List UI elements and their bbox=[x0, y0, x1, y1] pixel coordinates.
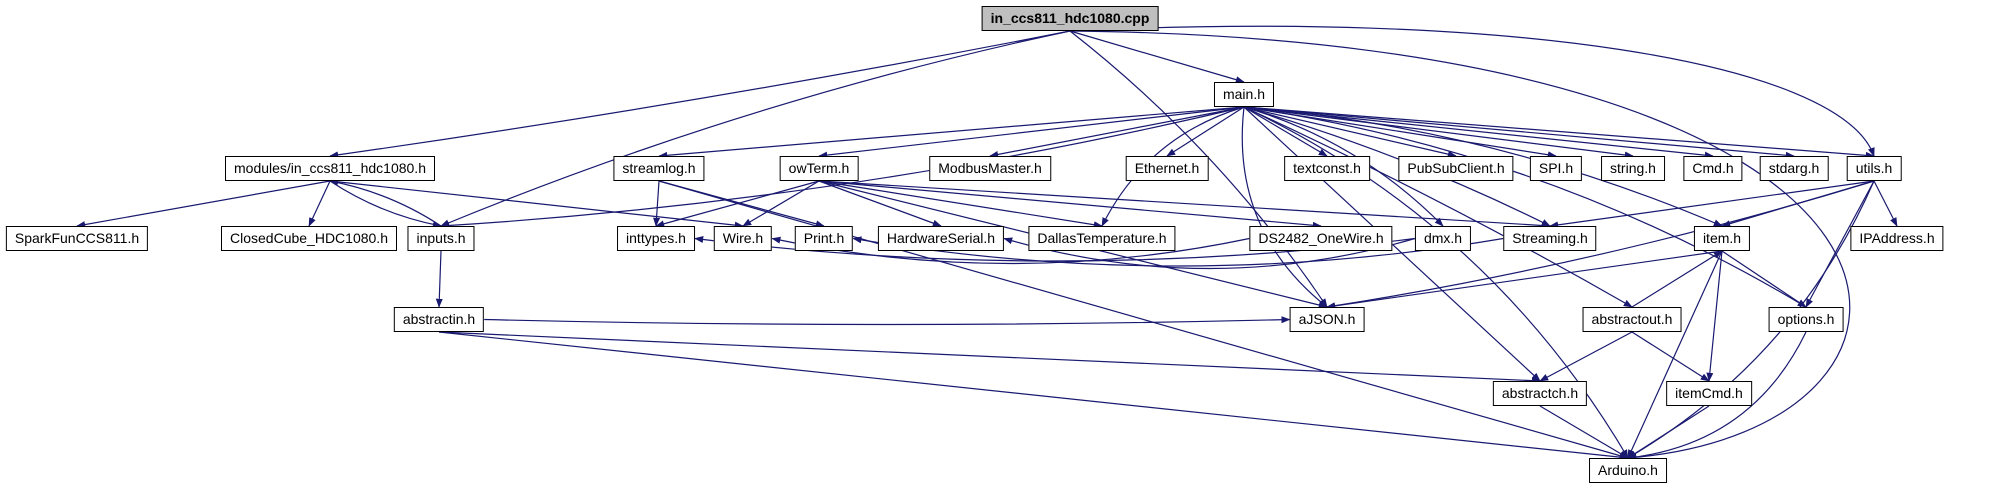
node-options-h[interactable]: options.h bbox=[1768, 307, 1844, 332]
node-textconst-h[interactable]: textconst.h bbox=[1284, 156, 1370, 181]
node-main-h[interactable]: main.h bbox=[1213, 82, 1275, 107]
node-sparkfunccs811-h[interactable]: SparkFunCCS811.h bbox=[5, 226, 149, 251]
node-ethernet-h[interactable]: Ethernet.h bbox=[1125, 156, 1209, 181]
node-wire-h[interactable]: Wire.h bbox=[713, 226, 773, 251]
node-stdarg-h[interactable]: stdarg.h bbox=[1759, 156, 1829, 181]
node-closedcube-hdc1080-h[interactable]: ClosedCube_HDC1080.h bbox=[221, 226, 397, 251]
node-arduino-h[interactable]: Arduino.h bbox=[1589, 458, 1667, 483]
node-ds2482-onewire-h[interactable]: DS2482_OneWire.h bbox=[1249, 226, 1393, 251]
node-inttypes-h[interactable]: inttypes.h bbox=[617, 226, 695, 251]
node-ajson-h[interactable]: aJSON.h bbox=[1289, 307, 1365, 332]
node-modules-in-ccs811-hdc1080-h[interactable]: modules/in_ccs811_hdc1080.h bbox=[225, 156, 435, 181]
node-string-h[interactable]: string.h bbox=[1601, 156, 1665, 181]
node-pubsubclient-h[interactable]: PubSubClient.h bbox=[1398, 156, 1514, 181]
node-owterm-h[interactable]: owTerm.h bbox=[779, 156, 859, 181]
node-item-h[interactable]: item.h bbox=[1693, 226, 1751, 251]
node-abstractin-h[interactable]: abstractin.h bbox=[393, 307, 485, 332]
node-abstractout-h[interactable]: abstractout.h bbox=[1582, 307, 1682, 332]
node-itemcmd-h[interactable]: itemCmd.h bbox=[1666, 381, 1752, 406]
node-utils-h[interactable]: utils.h bbox=[1846, 156, 1902, 181]
node-spi-h[interactable]: SPI.h bbox=[1529, 156, 1583, 181]
node-modbusmaster-h[interactable]: ModbusMaster.h bbox=[929, 156, 1051, 181]
node-print-h[interactable]: Print.h bbox=[794, 226, 854, 251]
node-hardwareserial-h[interactable]: HardwareSerial.h bbox=[877, 226, 1005, 251]
node-ipaddress-h[interactable]: IPAddress.h bbox=[1850, 226, 1944, 251]
node-abstractch-h[interactable]: abstractch.h bbox=[1492, 381, 1588, 406]
node-dallastemperature-h[interactable]: DallasTemperature.h bbox=[1028, 226, 1176, 251]
node-streaming-h[interactable]: Streaming.h bbox=[1503, 226, 1597, 251]
node-in-ccs811-hdc1080-cpp: in_ccs811_hdc1080.cpp bbox=[981, 6, 1159, 31]
node-dmx-h[interactable]: dmx.h bbox=[1414, 226, 1472, 251]
node-inputs-h[interactable]: inputs.h bbox=[407, 226, 475, 251]
node-cmd-h[interactable]: Cmd.h bbox=[1683, 156, 1743, 181]
node-streamlog-h[interactable]: streamlog.h bbox=[613, 156, 705, 181]
